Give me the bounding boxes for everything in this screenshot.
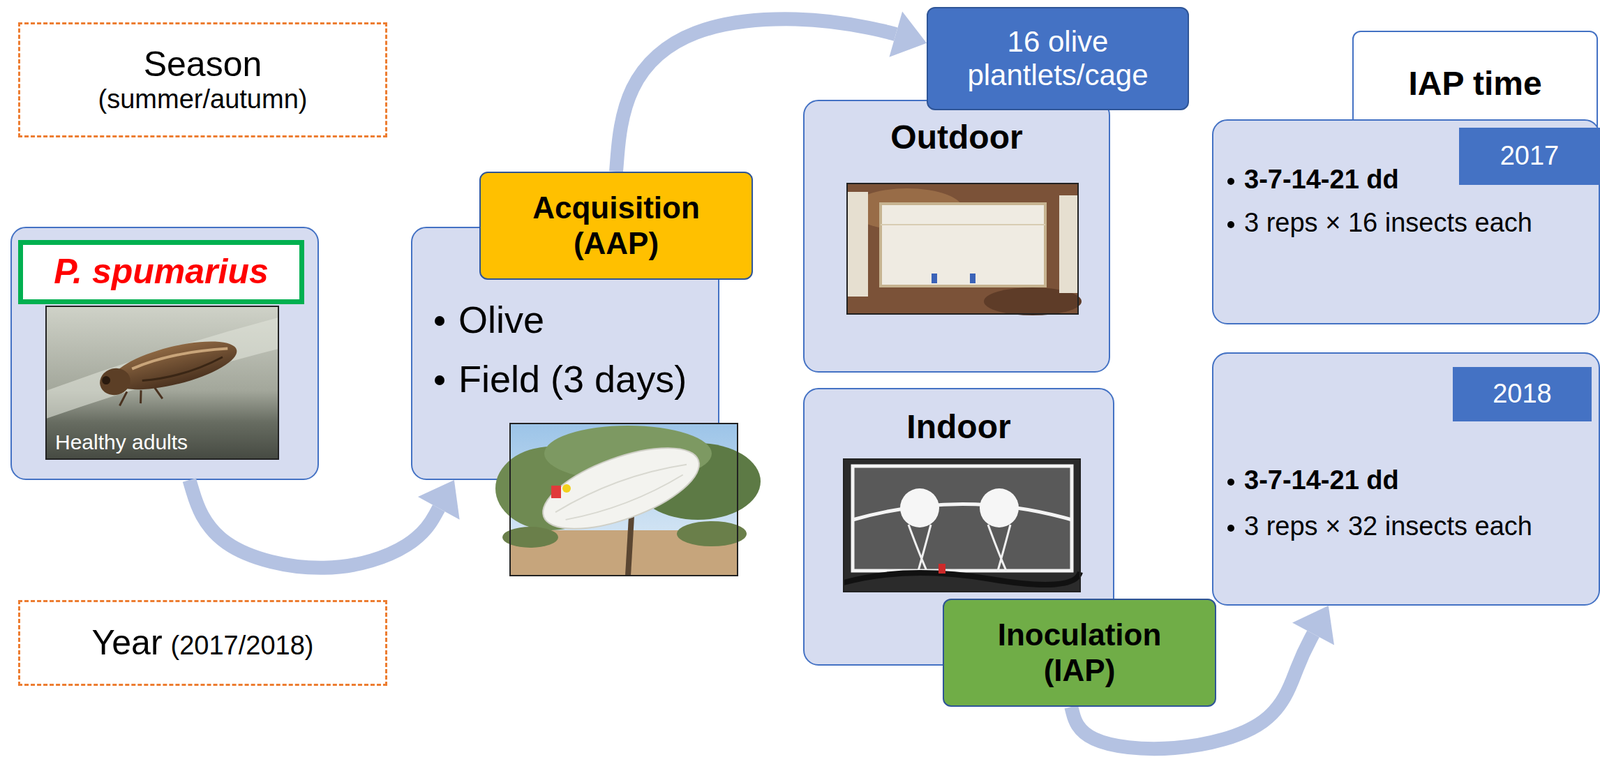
plantlets-box: 16 olive plantlets/cage <box>926 6 1190 111</box>
label-text: (2017/2018) <box>170 630 314 662</box>
arrow-head <box>417 480 460 520</box>
outdoor-cage-photo <box>847 183 1082 316</box>
label-text: Inoculation (IAP) <box>965 617 1194 689</box>
bullet-text: 3 reps × 32 insects each <box>1244 511 1533 543</box>
bullet-dot <box>1227 177 1235 185</box>
acquisition-box: Acquisition (AAP) <box>479 171 753 280</box>
flow-arrow <box>1071 605 1335 749</box>
arrow-shaft <box>189 480 439 568</box>
arrow-shaft <box>1071 634 1314 750</box>
bullet-text: Olive <box>458 297 545 342</box>
panel-heading: IAP time <box>1408 64 1542 103</box>
insect-panel: Healthy adults P. spumarius <box>10 226 319 481</box>
panel-heading: Indoor <box>906 407 1011 446</box>
year-tab: 2017 <box>1459 127 1600 185</box>
year-panel: 3-7-14-21 dd 3 reps × 16 insects each 2017 <box>1212 119 1600 325</box>
label-text: Season <box>143 44 263 86</box>
bullet-dot <box>1227 221 1235 229</box>
species-name: P. spumarius <box>53 251 269 293</box>
photo-caption: Healthy adults <box>55 430 188 455</box>
label-text: 2017 <box>1500 140 1560 172</box>
indoor-cage-photo <box>843 459 1081 592</box>
species-box: P. spumarius <box>18 240 305 305</box>
bullet-dot <box>434 375 445 386</box>
arrow-head <box>888 11 927 57</box>
bullet-text: 3-7-14-21 dd <box>1244 465 1400 497</box>
arrow-shaft <box>616 18 896 172</box>
arrow-head <box>1292 605 1335 646</box>
year-box: Year(2017/2018) <box>18 600 388 686</box>
insect-photo <box>46 306 279 460</box>
season-box: Season(summer/autumn) <box>18 22 388 138</box>
bullet-text: Field (3 days) <box>458 357 687 401</box>
bullet-text: 3 reps × 16 insects each <box>1244 207 1533 239</box>
flow-arrow <box>616 11 927 172</box>
label-text: Year <box>92 623 163 664</box>
bullet-dot <box>1227 524 1235 532</box>
label-text: (summer/autumn) <box>98 84 308 116</box>
label-text: 2018 <box>1492 378 1552 410</box>
bullet-text: 3-7-14-21 dd <box>1244 164 1400 196</box>
year-tab: 2018 <box>1452 367 1592 422</box>
outdoor-panel: Outdoor <box>803 99 1111 373</box>
flow-arrow <box>189 480 460 568</box>
year-panel: 3-7-14-21 dd 3 reps × 32 insects each 2018 <box>1212 352 1600 606</box>
panel-heading: Outdoor <box>890 117 1023 157</box>
bullet-dot <box>1227 478 1235 486</box>
bullet-dot <box>434 316 445 326</box>
label-text: 16 olive plantlets/cage <box>948 25 1167 93</box>
field-sleeve-photo <box>495 423 761 576</box>
inoculation-box: Inoculation (IAP) <box>942 598 1217 707</box>
label-text: Acquisition (AAP) <box>501 190 731 261</box>
